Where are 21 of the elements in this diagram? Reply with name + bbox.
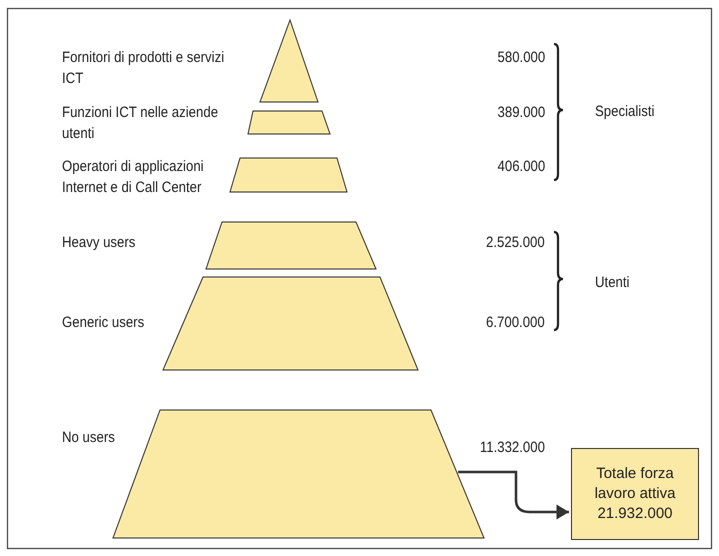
value-label: 389.000	[497, 103, 545, 123]
pyramid-layer	[204, 221, 378, 270]
value-label: 580.000	[497, 48, 545, 68]
layer-label: Generic users	[62, 313, 146, 333]
pyramid-layer	[246, 110, 332, 135]
layer-label: No users	[62, 428, 116, 448]
layer-label: Funzioni ICT nelle aziende utenti	[62, 103, 220, 144]
pyramid-layer	[161, 276, 420, 371]
value-label: 2.525.000	[486, 233, 545, 253]
layer-label: Heavy users	[62, 233, 136, 253]
arrow	[458, 470, 569, 520]
pyramid-layer	[228, 157, 349, 193]
group-label: Utenti	[595, 273, 630, 293]
pyramid-apex	[258, 19, 320, 103]
value-label: 406.000	[497, 157, 545, 177]
value-label: 6.700.000	[486, 313, 545, 333]
value-label: 11.332.000	[480, 438, 545, 458]
group-label: Specialisti	[595, 102, 654, 122]
layer-label: Fornitori di prodotti e servizi ICT	[62, 48, 225, 89]
total-box: Totale forza lavoro attiva 21.932.000	[571, 448, 699, 540]
layer-label: Operatori di applicazioni Internet e di Call Center	[62, 157, 205, 198]
